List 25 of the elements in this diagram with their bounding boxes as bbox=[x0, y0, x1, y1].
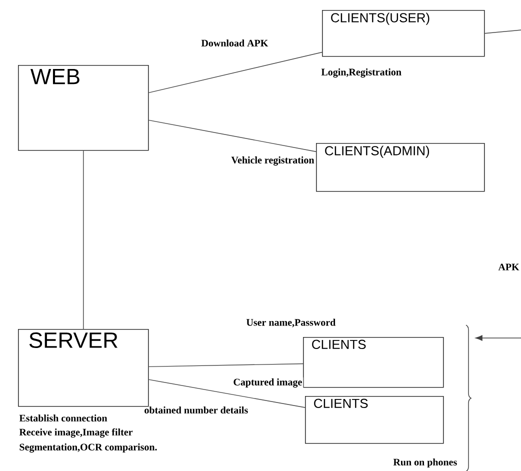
edge-label: User name,Password bbox=[245, 318, 337, 328]
curly-brace bbox=[466, 324, 472, 471]
connector-line bbox=[148, 379, 306, 408]
edge-label: Captured image bbox=[232, 377, 304, 389]
note-text: APK bbox=[498, 264, 520, 270]
note-text: Receive image,Image filter bbox=[19, 428, 133, 438]
process-box: CLIENTS(ADMIN) bbox=[316, 143, 485, 192]
connector-line bbox=[148, 363, 304, 368]
process-box: SERVER bbox=[18, 329, 149, 407]
connector-line bbox=[476, 335, 521, 341]
note-text: Run on phones bbox=[393, 458, 457, 468]
process-box: CLIENTS(USER) bbox=[322, 10, 485, 57]
note-text: Login,Registration bbox=[321, 68, 402, 78]
note-text: Establish connection bbox=[19, 414, 108, 422]
process-box: CLIENTS bbox=[303, 337, 444, 388]
connector-line bbox=[83, 150, 84, 330]
edge-label: Vehicle registration bbox=[230, 155, 316, 167]
connector-line bbox=[148, 120, 316, 152]
connector-line bbox=[148, 52, 322, 94]
note-text: obtained number details bbox=[144, 406, 248, 414]
connector-line bbox=[484, 30, 521, 34]
process-box: CLIENTS bbox=[305, 396, 444, 444]
edge-label: Download APK bbox=[200, 38, 270, 48]
note-text: Segmentation,OCR comparison. bbox=[20, 443, 157, 453]
process-box: WEB bbox=[18, 65, 149, 151]
